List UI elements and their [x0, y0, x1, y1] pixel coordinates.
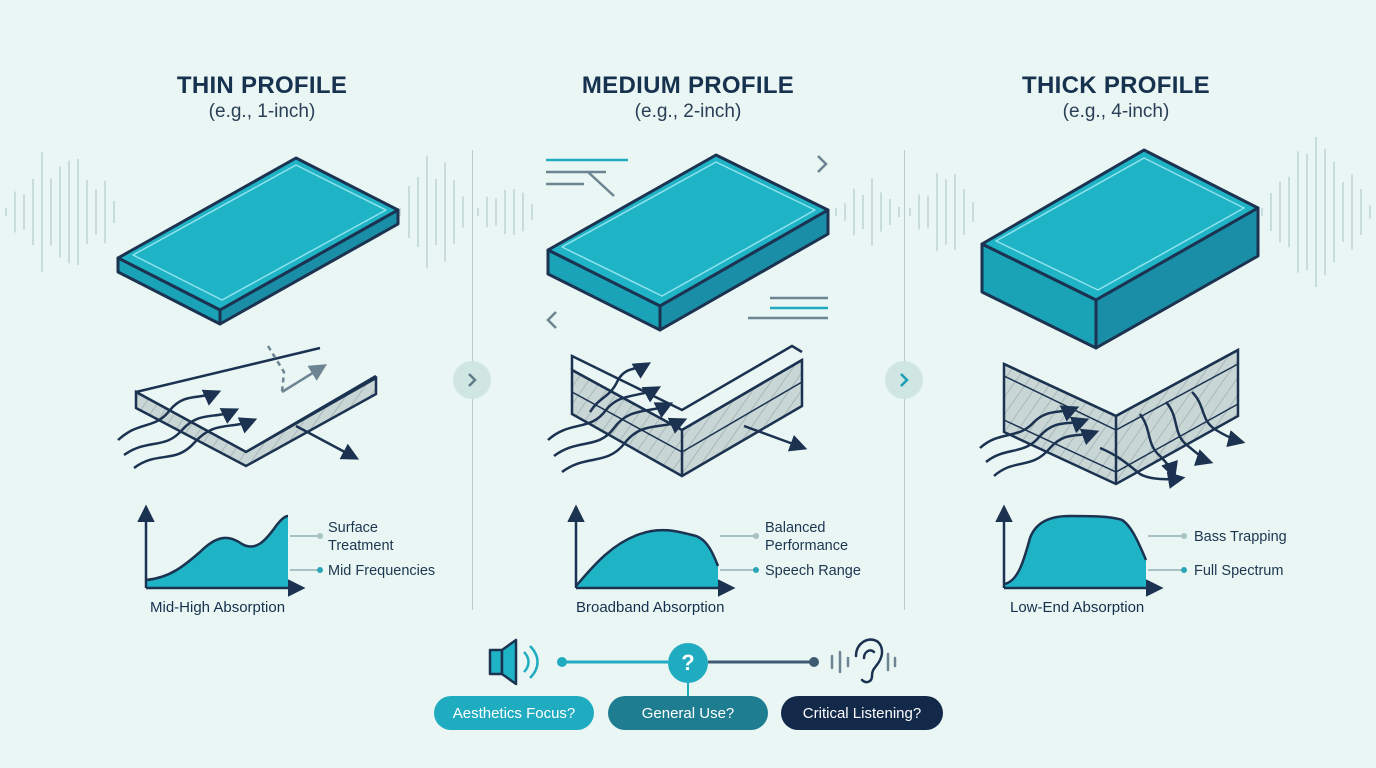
medium-cross-section	[547, 344, 808, 478]
thin-chart-caption: Mid-High Absorption	[150, 599, 286, 616]
thin-label-surface-treatment: Surface Treatment	[328, 520, 394, 554]
thick-cross-section	[979, 347, 1246, 489]
medium-speed-lines	[546, 155, 828, 329]
thick-profile-title: THICK PROFILE	[1022, 72, 1210, 99]
thin-panel-illustration	[116, 156, 400, 326]
medium-label-speech-range: Speech Range	[765, 563, 861, 579]
medium-chart-caption: Broadband Absorption	[576, 599, 725, 616]
thick-label-full-spectrum: Full Spectrum	[1194, 563, 1284, 579]
thick-profile-subtitle: (e.g., 4-inch)	[1062, 101, 1170, 122]
aesthetics-focus-option[interactable]: Aesthetics Focus?	[434, 696, 594, 730]
next-chevron-button-2[interactable]	[885, 361, 923, 399]
waveform-decoration-center	[477, 178, 900, 246]
thin-cross-section	[117, 345, 378, 470]
thick-absorption-chart	[995, 504, 1187, 597]
thick-chart-caption: Low-End Absorption	[1010, 599, 1145, 616]
critical-listening-option[interactable]: Critical Listening?	[781, 696, 943, 730]
thick-panel-illustration	[980, 148, 1260, 350]
thin-profile-subtitle: (e.g., 1-inch)	[208, 101, 316, 122]
thin-label-mid-frequencies: Mid Frequencies	[328, 563, 436, 579]
thick-label-bass-trapping: Bass Trapping	[1194, 529, 1287, 545]
chevron-right-icon	[900, 373, 909, 387]
thin-profile-title: THIN PROFILE	[176, 72, 348, 99]
chevron-right-icon	[468, 373, 477, 387]
thin-absorption-chart	[137, 504, 323, 597]
medium-profile-subtitle: (e.g., 2-inch)	[634, 101, 742, 122]
medium-panel-illustration	[546, 153, 830, 332]
ear-icon	[830, 638, 897, 684]
medium-label-balanced-performance: Balanced Performance	[765, 520, 849, 554]
next-chevron-button-1[interactable]	[453, 361, 491, 399]
decision-scale-line	[557, 657, 819, 696]
medium-profile-title: MEDIUM PROFILE	[581, 72, 795, 99]
medium-absorption-chart	[567, 504, 759, 597]
general-use-option[interactable]: General Use?	[608, 696, 768, 730]
speaker-icon	[488, 638, 539, 686]
question-mark-marker[interactable]: ?	[668, 643, 708, 683]
waveform-decoration-right	[909, 137, 1371, 287]
waveform-decoration-left	[5, 152, 464, 272]
